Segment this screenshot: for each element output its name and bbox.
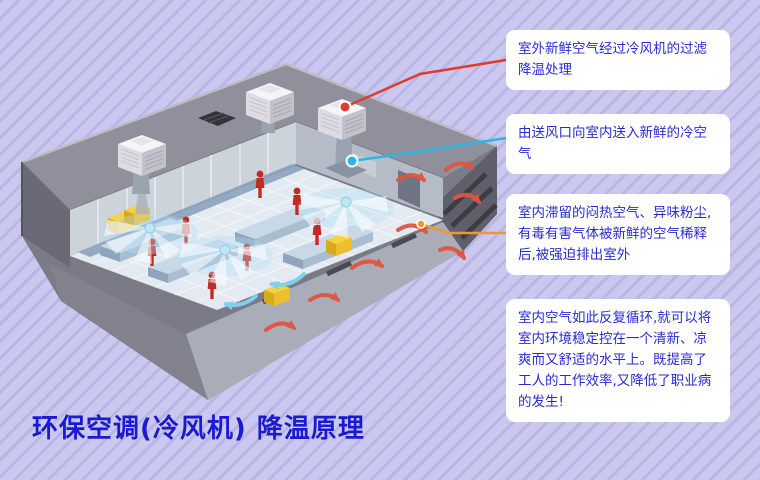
left-exterior-wall (22, 162, 70, 268)
callout-outdoor-air-filtering: 室外新鲜空气经过冷风机的过滤降温处理 (506, 30, 730, 90)
callout-supply-fresh-air: 由送风口向室内送入新鲜的冷空气 (506, 114, 730, 174)
interior-door (398, 170, 420, 208)
callout-text: 由送风口向室内送入新鲜的冷空气 (518, 125, 707, 162)
front-right-wall (186, 222, 463, 400)
connector-line-exhaust (419, 222, 508, 235)
callout-circulation-benefits: 室内空气如此反复循环,就可以将室内环境稳定控在一个清新、凉爽而又舒适的水平上。既… (506, 299, 730, 422)
roof-vent-grate (198, 111, 236, 126)
air-outlet-diffuser (325, 161, 367, 178)
front-left-wall (50, 264, 208, 400)
callout-text: 室内滞留的闷热空气、异味粉尘,有毒有害气体被新鲜的空气稀释后,被强迫排出室外 (518, 205, 712, 263)
exhaust-air-arrows (264, 160, 481, 332)
right-exterior-wall (432, 146, 497, 251)
callout-connectors (338, 58, 508, 235)
callout-text: 室外新鲜空气经过冷风机的过滤降温处理 (518, 41, 707, 78)
connector-dot-exhaust (416, 219, 426, 229)
cool-air-arrows (223, 272, 306, 311)
callout-text: 室内空气如此反复循环,就可以将室内环境稳定控在一个清新、凉爽而又舒适的水平上。既… (518, 310, 712, 410)
connector-line-supply-air (350, 136, 508, 163)
connector-line-fresh-air (343, 58, 508, 109)
rooftop-cooling-units (117, 82, 367, 214)
cool-air-diffusion (101, 187, 395, 311)
callout-exhaust-stale-air: 室内滞留的闷热空气、异味粉尘,有毒有害气体被新鲜的空气稀释后,被强迫排出室外 (506, 194, 730, 275)
page-title: 环保空调(冷风机) 降温原理 (32, 414, 365, 444)
connector-dot-supply-air (345, 154, 359, 168)
connector-dot-fresh-air (338, 100, 352, 114)
